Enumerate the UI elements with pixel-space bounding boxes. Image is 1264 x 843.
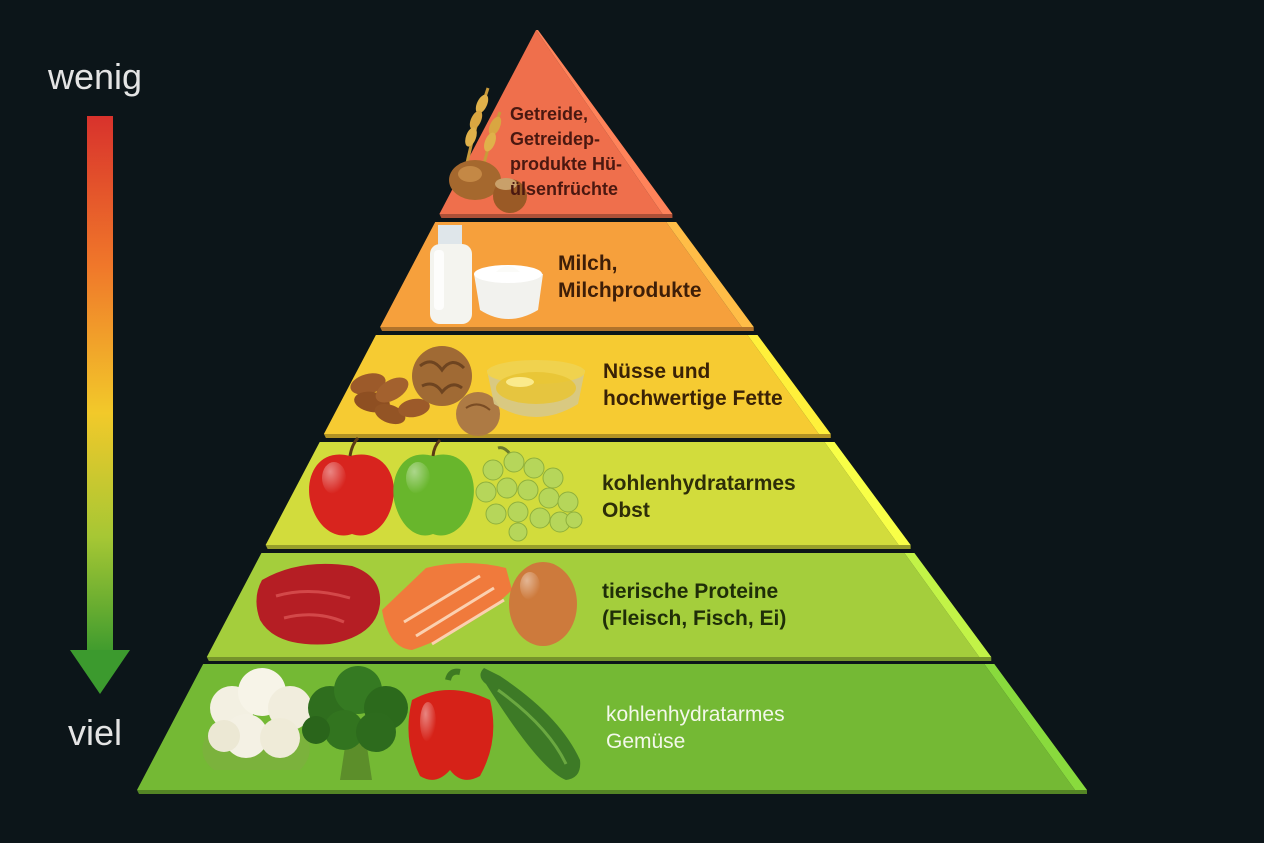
tier-label-line: Milchprodukte xyxy=(558,279,702,302)
zucchini-icon xyxy=(480,668,581,780)
tier-bottom-edge xyxy=(380,327,754,331)
tier-label-line: produkte Hü- xyxy=(510,154,622,174)
egg-icon xyxy=(509,562,577,646)
scale-arrow xyxy=(70,116,130,694)
tier-side-face xyxy=(536,30,673,214)
tier-bottom-edge xyxy=(323,434,831,438)
salmon-icon xyxy=(382,563,512,650)
tier-label-1: Getreide, Getreidep-produkte Hü-ülsenfrüc… xyxy=(510,102,622,202)
scale-bottom-label: viel xyxy=(68,712,123,753)
milk-bottle-icon xyxy=(430,225,472,324)
almond-icon xyxy=(350,373,430,425)
tier-bottom-edge xyxy=(265,545,911,549)
green-apple-icon xyxy=(393,438,474,536)
tier-label-line: Getreidep- xyxy=(510,129,601,149)
steak-icon xyxy=(256,563,381,645)
scale-top-label: wenig xyxy=(48,56,143,97)
tier-side-face xyxy=(984,664,1087,790)
cauliflower-icon xyxy=(202,668,312,770)
tier-label-line: kohlenhydratarmes xyxy=(602,472,796,495)
tier-bottom-edge xyxy=(439,214,673,218)
tier-side-face xyxy=(904,553,992,657)
tier-label-line: Gemüse xyxy=(606,730,686,753)
tier-label-line: hochwertige Fette xyxy=(603,387,783,410)
red-apple-icon xyxy=(309,436,394,536)
bell-pepper-icon xyxy=(408,668,494,780)
tier-label-line: ülsenfrüchte xyxy=(510,179,619,199)
broccoli-icon xyxy=(302,666,408,780)
tier-label-2: Milch, Milchprodukte xyxy=(558,250,702,304)
walnut-icon xyxy=(412,346,500,436)
tier-side-face xyxy=(824,442,911,545)
tier-side-face xyxy=(747,335,831,434)
tier-label-line: Getreide, xyxy=(510,104,589,124)
tier-label-line: (Fleisch, Fisch, Ei) xyxy=(602,607,787,630)
tier-label-3: Nüsse und hochwertige Fette xyxy=(603,358,783,412)
grapes-icon xyxy=(475,446,583,542)
tier-label-line: Milch, xyxy=(558,252,618,275)
tier-label-line: kohlenhydratarmes xyxy=(606,703,785,726)
tier-side-face xyxy=(666,222,754,327)
hazelnut-icon xyxy=(449,160,527,213)
tier-label-line: Nüsse und xyxy=(603,360,711,383)
tier-label-5: tierische Proteine (Fleisch, Fisch, Ei) xyxy=(602,578,786,632)
tier-bottom-edge xyxy=(206,657,992,661)
yogurt-bowl-icon xyxy=(474,265,543,319)
tier-label-line: Obst xyxy=(602,499,650,522)
oil-bowl-icon xyxy=(487,360,585,417)
food-icons xyxy=(202,87,585,780)
tier-label-line: tierische Proteine xyxy=(602,580,779,603)
tier-bottom-edge xyxy=(137,790,1087,794)
